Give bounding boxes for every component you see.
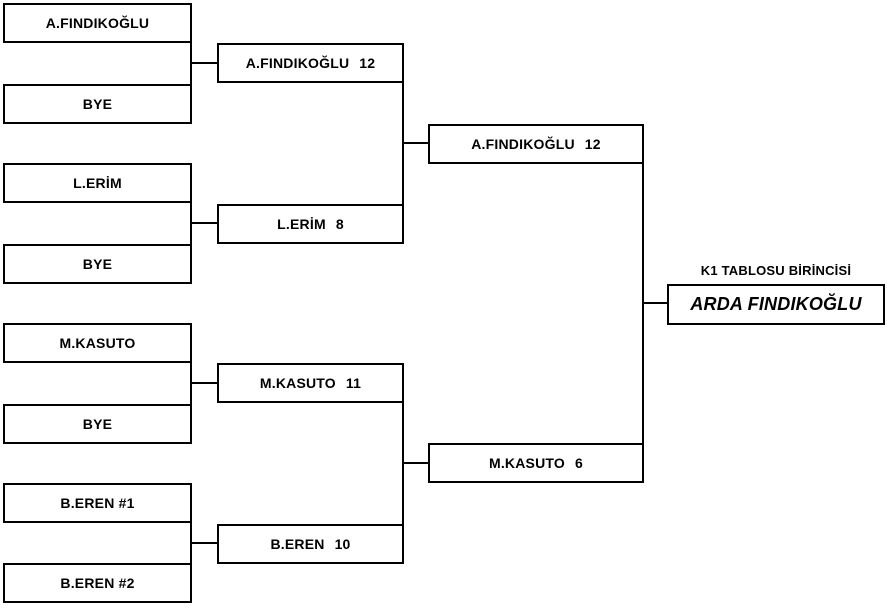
round1-slot-7: B.EREN #1 [3, 483, 192, 523]
semifinal-winner-1: A.FINDIKOĞLU 12 [428, 124, 644, 164]
connector-line [190, 382, 217, 384]
match-score: 10 [334, 536, 351, 552]
player-name: A.FINDIKOĞLU [245, 55, 350, 71]
connector-line [190, 542, 217, 544]
match-score: 12 [359, 55, 376, 71]
player-name: L.ERİM [73, 175, 122, 191]
round1-slot-6: BYE [3, 404, 192, 444]
connector-line [190, 62, 217, 64]
round1-slot-3: L.ERİM [3, 163, 192, 203]
player-name: B.EREN [270, 536, 325, 552]
round1-slot-5: M.KASUTO [3, 323, 192, 363]
player-name: M.KASUTO [259, 375, 336, 391]
connector-line [402, 142, 428, 144]
player-name: BYE [82, 96, 113, 112]
round1-slot-4: BYE [3, 244, 192, 284]
champion-title: K1 TABLOSU BİRİNCİSİ [700, 263, 852, 278]
champion-box: ARDA FINDIKOĞLU [667, 284, 885, 325]
player-name: A.FINDIKOĞLU [45, 15, 150, 31]
semifinal-winner-2: M.KASUTO 6 [428, 443, 644, 483]
round2-winner-2: L.ERİM 8 [217, 204, 404, 244]
player-name: B.EREN #1 [60, 495, 135, 511]
round2-winner-4: B.EREN 10 [217, 524, 404, 564]
connector-line [190, 222, 217, 224]
player-name: A.FINDIKOĞLU [471, 136, 575, 152]
connector-line [642, 302, 667, 304]
round1-slot-8: B.EREN #2 [3, 563, 192, 603]
match-score: 8 [335, 216, 344, 232]
connector-line [402, 462, 428, 464]
round1-slot-1: A.FINDIKOĞLU [3, 3, 192, 43]
round2-winner-3: M.KASUTO 11 [217, 363, 404, 403]
round2-winner-1: A.FINDIKOĞLU 12 [217, 43, 404, 83]
player-name: B.EREN #2 [60, 575, 135, 591]
player-name: M.KASUTO [59, 335, 136, 351]
match-score: 12 [584, 136, 601, 152]
match-score: 6 [575, 455, 583, 471]
match-score: 11 [345, 375, 362, 391]
player-name: M.KASUTO [488, 455, 565, 471]
player-name: L.ERİM [277, 216, 326, 232]
player-name: BYE [82, 256, 113, 272]
round1-slot-2: BYE [3, 84, 192, 124]
champion-name: ARDA FINDIKOĞLU [690, 294, 862, 314]
player-name: BYE [82, 416, 113, 432]
